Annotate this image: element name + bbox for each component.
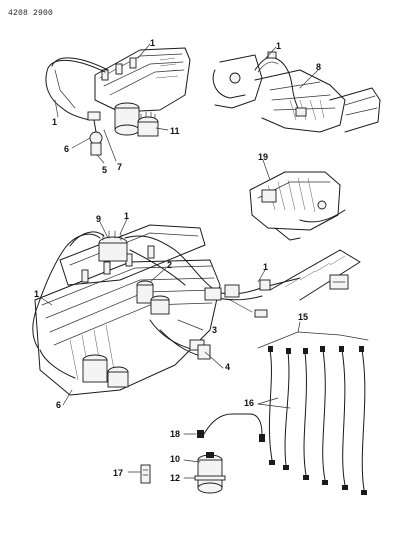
small-component-17	[127, 464, 151, 484]
main-engine-view	[32, 218, 361, 406]
callout-5: 5	[102, 165, 107, 175]
callout-12: 12	[170, 473, 180, 483]
callout-18: 18	[170, 429, 180, 439]
top-left-engine-view	[45, 43, 191, 164]
callout-15: 15	[298, 312, 308, 322]
callout-9: 9	[96, 214, 101, 224]
callout-7: 7	[117, 162, 122, 172]
callout-16: 16	[244, 398, 254, 408]
document-code: 4208 2900	[8, 9, 54, 18]
callout-1b: 1	[52, 117, 57, 127]
coil-wire	[183, 413, 265, 442]
spark-plug-wire-set	[257, 321, 369, 495]
callout-8: 8	[316, 62, 321, 72]
callout-6a: 6	[64, 144, 69, 154]
callout-11: 11	[170, 126, 180, 136]
callout-1f: 1	[34, 289, 39, 299]
callout-6b: 6	[56, 400, 61, 410]
detail-view-19	[249, 159, 346, 241]
callout-1c: 1	[276, 41, 281, 51]
top-right-engine-view	[212, 46, 381, 133]
callout-1a: 1	[150, 38, 155, 48]
callout-19: 19	[258, 152, 268, 162]
callout-3: 3	[212, 325, 217, 335]
callout-4: 4	[225, 362, 230, 372]
callout-10: 10	[170, 454, 180, 464]
callout-1d: 1	[124, 211, 129, 221]
callout-1e: 1	[263, 262, 268, 272]
callout-17: 17	[113, 468, 123, 478]
ignition-coil	[183, 452, 226, 494]
callout-2: 2	[167, 260, 172, 270]
